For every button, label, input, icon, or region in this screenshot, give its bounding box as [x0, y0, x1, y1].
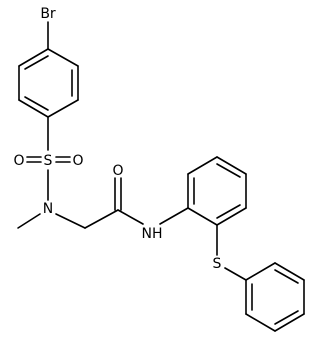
bond-n-methyl: [17, 213, 41, 229]
bond: [274, 313, 305, 332]
double-bond-inner: [274, 310, 299, 325]
atom-o-right-label: O: [72, 153, 83, 169]
bond: [18, 99, 49, 118]
atom-s-thioether-label: S: [213, 256, 222, 272]
bond-s-phenyl: [224, 267, 247, 281]
double-bond-inner: [24, 55, 49, 70]
atom-nh-label: NH: [142, 226, 163, 242]
bond: [187, 207, 218, 226]
bond: [187, 156, 218, 175]
bond-ch2-c: [84, 209, 119, 229]
bond: [245, 262, 276, 281]
atom-o-carbonyl-label: O: [112, 163, 123, 179]
bond: [18, 48, 49, 67]
atom-o-left-label: O: [13, 153, 24, 169]
terminal-phenyl-ring: [245, 262, 305, 332]
atom-n-sulfonamide-label: N: [43, 201, 53, 217]
double-bond-inner: [274, 269, 299, 284]
bond-nh-c: [159, 207, 189, 225]
double-bond-inner: [24, 96, 49, 111]
bromophenyl-ring: [18, 48, 79, 118]
bond-n-ch2: [55, 213, 86, 229]
bond: [274, 262, 305, 281]
atom-br-label: Br: [40, 6, 56, 22]
bond: [245, 313, 276, 332]
atom-s-sulfonyl-label: S: [44, 153, 53, 169]
central-phenyl-ring: [187, 156, 247, 226]
bond: [216, 207, 247, 226]
bond: [47, 48, 79, 67]
bond-c-nh: [117, 209, 144, 225]
bond: [47, 99, 79, 118]
double-bond-inner: [216, 204, 241, 219]
bond: [216, 156, 247, 175]
double-bond-inner: [216, 163, 241, 178]
